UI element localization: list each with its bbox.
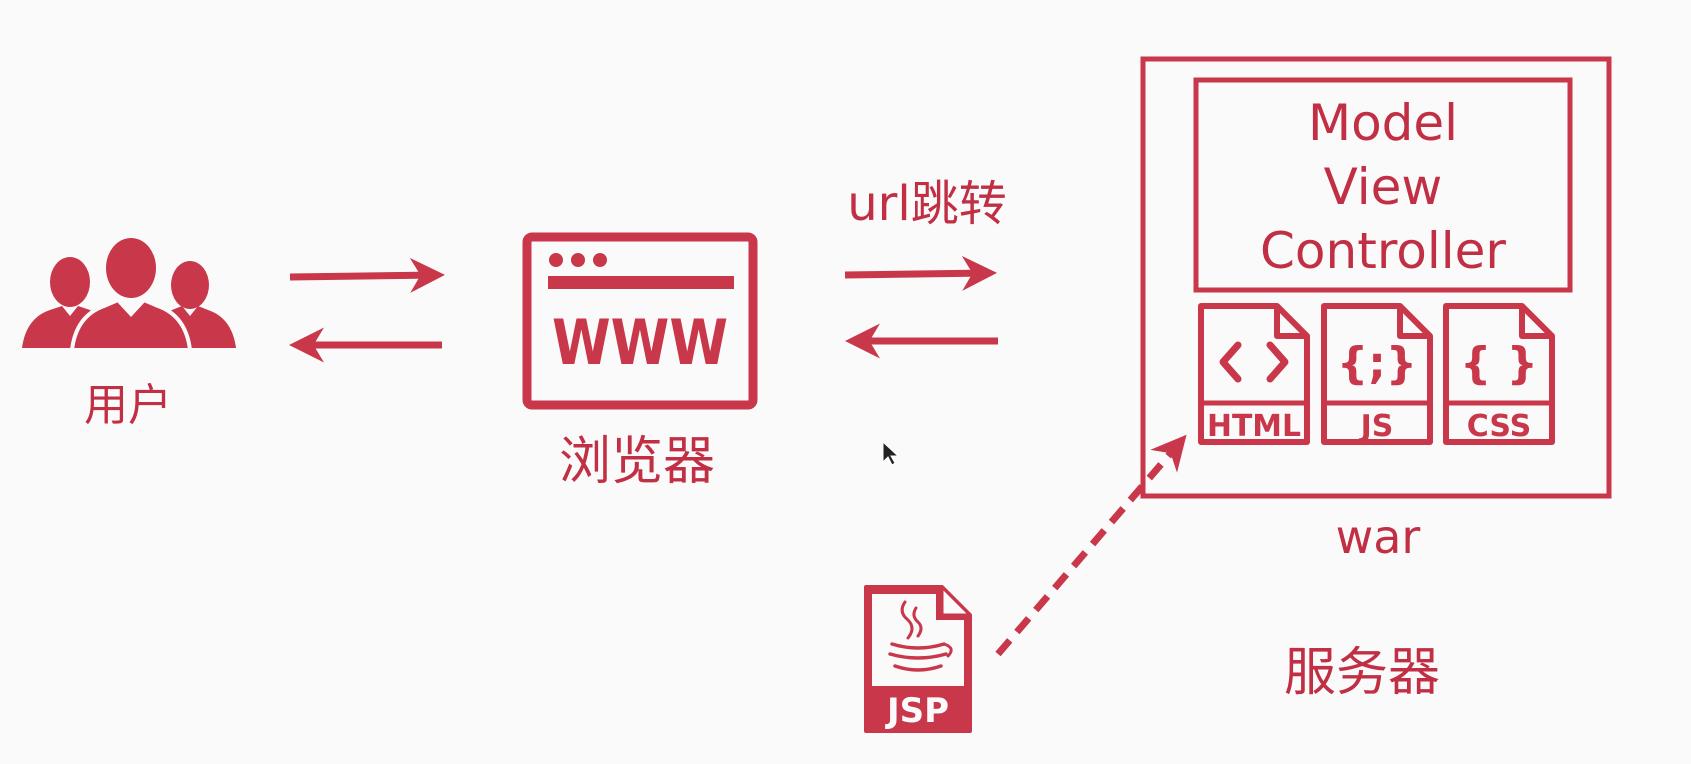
war-container — [1140, 56, 1612, 499]
jsp-file-label: JSP — [885, 691, 949, 731]
browser-window-icon: WWW — [522, 232, 758, 410]
js-file-icon: {;} JS — [1321, 303, 1433, 445]
user-browser-arrows — [289, 257, 445, 363]
html-file-label: HTML — [1207, 409, 1301, 444]
mvc-model-text: Model — [1308, 94, 1458, 152]
html-file-icon: HTML — [1198, 303, 1310, 445]
war-label: war — [1336, 510, 1421, 564]
jsp-file-icon: JSP — [864, 585, 972, 733]
server-label: 服务器 — [1284, 643, 1440, 703]
mouse-cursor-icon — [882, 440, 900, 466]
user-label: 用户 — [84, 380, 172, 431]
mvc-controller-text: Controller — [1260, 222, 1506, 280]
mvc-box — [1193, 77, 1573, 293]
jsp-dashed-arrow — [995, 434, 1187, 657]
url-request-arrow — [844, 255, 997, 291]
browser-server-arrows — [844, 255, 998, 359]
request-arrow — [289, 257, 445, 293]
browser-label: 浏览器 — [559, 432, 715, 492]
url-jump-label: url跳转 — [847, 176, 1007, 232]
js-glyph: {;} — [1337, 338, 1417, 389]
js-file-label: JS — [1359, 409, 1394, 444]
www-text: WWW — [552, 306, 728, 379]
css-file-label: CSS — [1467, 409, 1531, 444]
mvc-view-text: View — [1324, 158, 1443, 216]
css-glyph: { } — [1460, 338, 1538, 389]
users-group-icon — [22, 238, 236, 352]
css-file-icon: { } CSS — [1443, 303, 1555, 445]
